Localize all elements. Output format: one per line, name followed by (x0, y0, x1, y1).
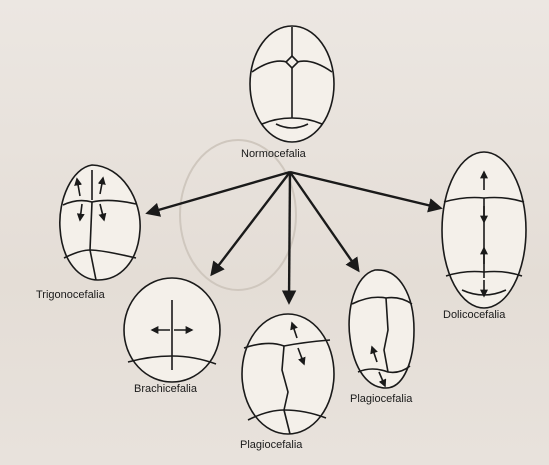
skull-plagiocefalia-right (349, 270, 414, 388)
label-normocefalia: Normocefalia (241, 149, 306, 160)
skull-normocefalia (250, 26, 334, 142)
background-watermark (180, 140, 296, 290)
skull-dolicocefalia (442, 152, 526, 308)
label-brachicefalia: Brachicefalia (134, 384, 197, 395)
skull-brachicefalia (124, 278, 220, 382)
arrow-to-brachicefalia (212, 172, 290, 274)
label-plagiocefalia-center: Plagiocefalia (240, 440, 302, 451)
arrow-to-trigonocefalia (148, 172, 290, 213)
label-trigonocefalia: Trigonocefalia (36, 290, 105, 301)
skull-plagiocefalia-center (242, 314, 334, 434)
skull-trigonocefalia (60, 165, 140, 280)
label-plagiocefalia-right: Plagiocefalia (350, 394, 412, 405)
arrow-to-plagiocefalia-center (289, 172, 290, 302)
label-dolicocefalia: Dolicocefalia (443, 310, 505, 321)
